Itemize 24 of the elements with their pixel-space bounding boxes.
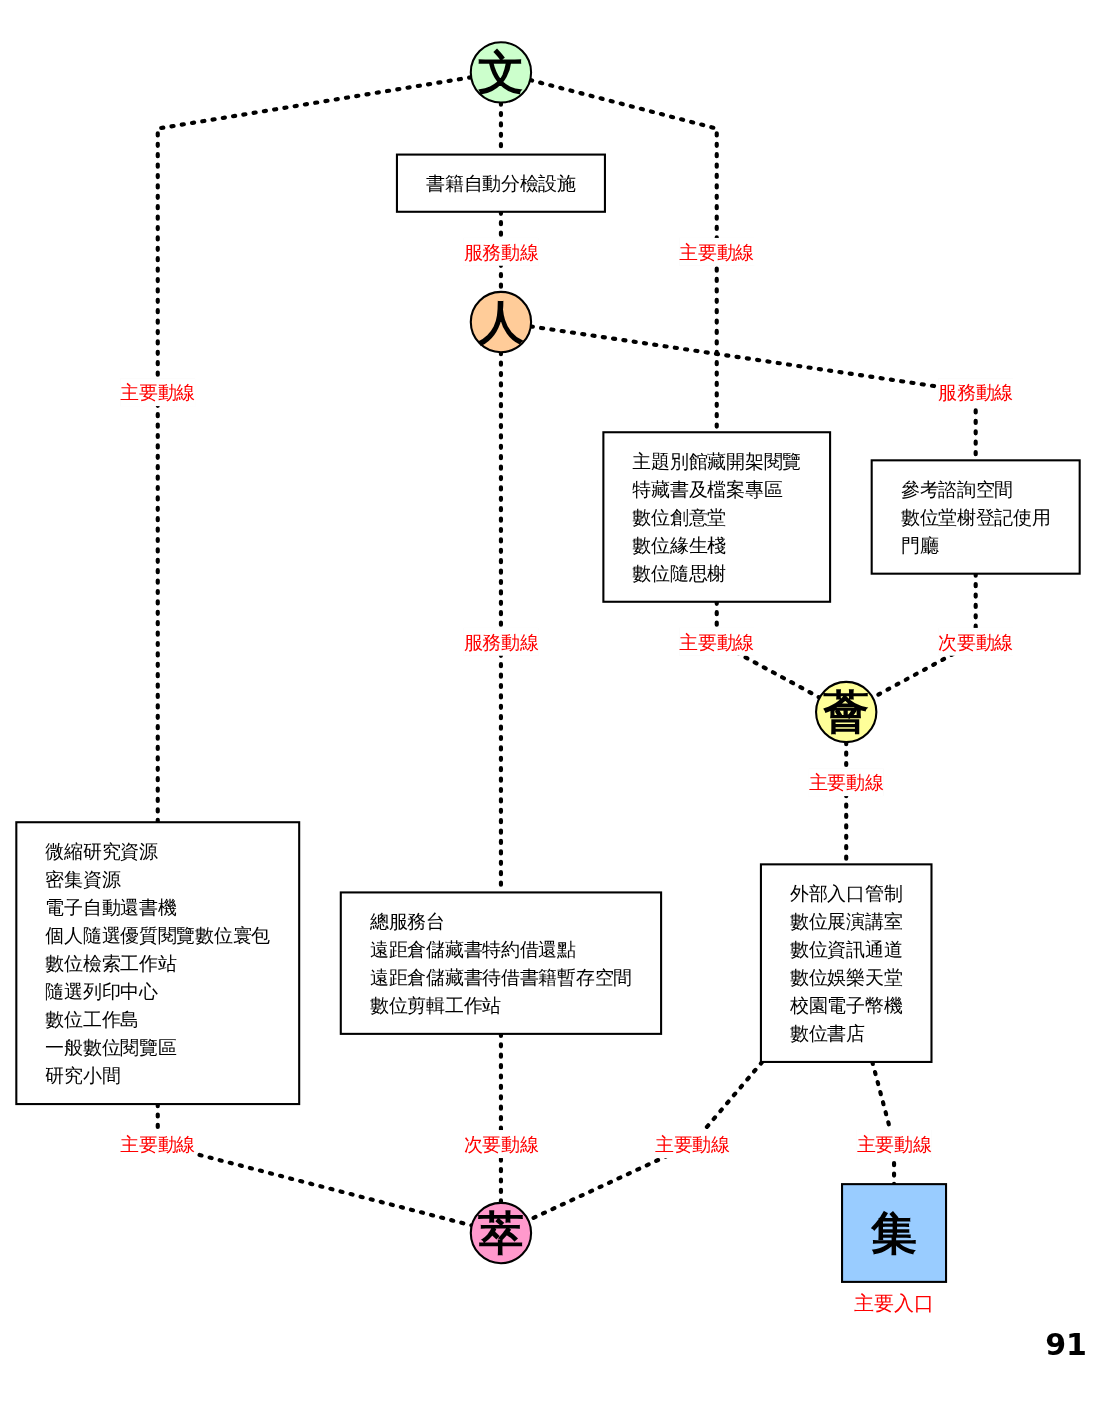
node-box: 參考諮詢空間 數位堂榭登記使用 門廳 [870, 459, 1081, 575]
node-circle: 薈 [815, 680, 878, 744]
edge-label: 次要動線 [938, 630, 1014, 653]
edge-label: 服務動線 [463, 630, 539, 653]
edge-label: 主要動線 [679, 630, 755, 653]
node-box: 書籍自動分檢設施 [395, 153, 606, 213]
edge-label: 主要動線 [654, 1133, 730, 1156]
node-box: 總服務台 遠距倉儲藏書特約借還點 遠距倉儲藏書待借書籍暫存空間 數位剪輯工作站 [339, 891, 663, 1035]
node-circle: 文 [469, 41, 533, 104]
node-box: 主題別館藏開架閱覽 特藏書及檔案專區 數位創意堂 數位緣生棧 數位隨思榭 [602, 431, 832, 603]
edge-label: 主要動線 [120, 381, 196, 404]
node-circle: 萃 [469, 1201, 533, 1265]
edge-label: 主要動線 [856, 1133, 932, 1156]
node-box: 微縮研究資源 密集資源 電子自動還書機 個人隨選優質閱覽數位寰包 數位檢索工作站 隨選列印中心 數位工作島 一般數位閱覽區 研究小間 [15, 821, 301, 1106]
node-box: 外部入口管制 數位展演講室 數位資訊通道 數位娛樂天堂 校園電子幣機 數位書店 [759, 863, 933, 1063]
edge-label: 主要動線 [679, 240, 755, 263]
edge-label: 服務動線 [463, 240, 539, 263]
node-box: 集 [841, 1183, 948, 1283]
edge-label: 次要動線 [463, 1133, 539, 1156]
edge-label: 主要動線 [120, 1133, 196, 1156]
edge-label: 服務動線 [938, 381, 1014, 404]
edge-label: 主要動線 [808, 771, 884, 794]
node-caption: 主要入口 [854, 1289, 935, 1317]
page-number: 91 [1045, 1327, 1087, 1362]
